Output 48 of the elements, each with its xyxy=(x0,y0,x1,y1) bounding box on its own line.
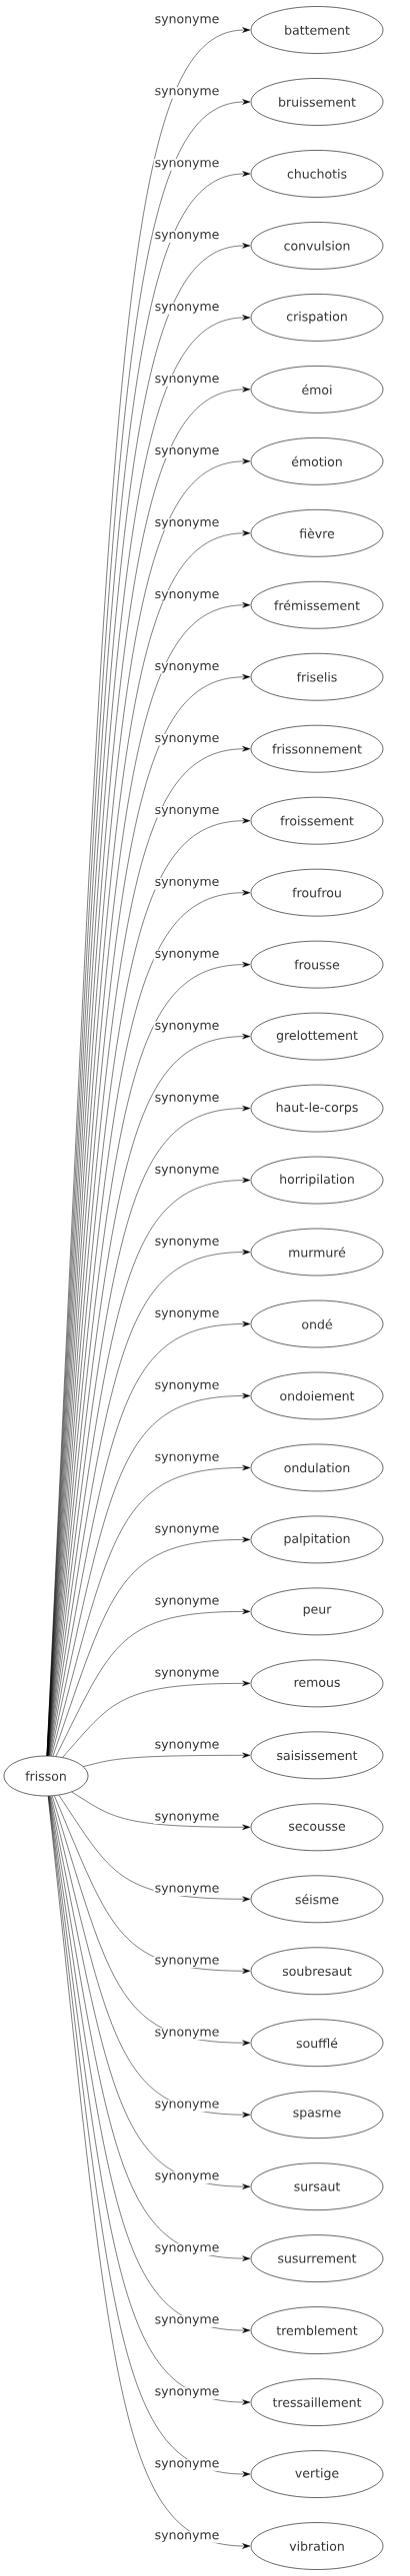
arrow xyxy=(62,1680,251,1758)
edge-label: synonyme xyxy=(153,1740,221,1753)
edge-label: synonyme xyxy=(153,1308,221,1321)
edge-label: synonyme xyxy=(153,2028,221,2040)
arrow xyxy=(49,1795,251,2189)
edge-label: synonyme xyxy=(153,2243,221,2255)
arrow xyxy=(51,1795,251,2046)
edge-label: synonyme xyxy=(153,375,221,387)
edge-label: synonyme xyxy=(153,1524,221,1537)
arrow xyxy=(83,1752,251,1767)
edge-label: synonyme xyxy=(153,231,221,243)
edge-label: synonyme xyxy=(153,518,221,530)
edge-label: synonyme xyxy=(153,1380,221,1393)
edge-label: synonyme xyxy=(153,590,221,602)
edge-label: synonyme xyxy=(153,2100,221,2112)
edge-label: synonyme xyxy=(153,1812,221,1825)
edge-label: synonyme xyxy=(153,446,221,458)
edge-label: synonyme xyxy=(153,2459,221,2471)
edge-label: synonyme xyxy=(153,159,221,171)
edge-label: synonyme xyxy=(153,87,221,99)
edge-label: synonyme xyxy=(153,733,221,746)
arrow xyxy=(50,1392,251,1757)
edge-label: synonyme xyxy=(153,949,221,962)
edge-label: synonyme xyxy=(153,2315,221,2327)
edge-label: synonyme xyxy=(153,2387,221,2399)
edge-label: synonyme xyxy=(153,805,221,818)
edge-label: synonyme xyxy=(153,1884,221,1897)
arrow xyxy=(54,1795,251,1974)
edge-label: synonyme xyxy=(153,1452,221,1465)
edge-label: synonyme xyxy=(153,2171,221,2183)
edge-label: synonyme xyxy=(153,877,221,890)
edge-label: synonyme xyxy=(153,303,221,315)
arrow xyxy=(58,1795,251,1902)
edge-label: synonyme xyxy=(153,1237,221,1250)
edge-label: synonyme xyxy=(153,1596,221,1609)
edge-label: synonyme xyxy=(153,1093,221,1106)
arrow xyxy=(71,1791,251,1830)
arrow xyxy=(52,1536,251,1757)
edge-label: synonyme xyxy=(153,1021,221,1034)
edge-label: synonyme xyxy=(153,2531,221,2543)
edge-label: synonyme xyxy=(153,1165,221,1178)
edge-label: synonyme xyxy=(153,15,221,27)
edge-label: synonyme xyxy=(153,1956,221,1969)
edge-label: synonyme xyxy=(153,661,221,674)
arrow xyxy=(50,1795,251,2118)
arrow xyxy=(51,1464,251,1757)
edge-label: synonyme xyxy=(153,1668,221,1681)
arrow xyxy=(55,1608,251,1757)
